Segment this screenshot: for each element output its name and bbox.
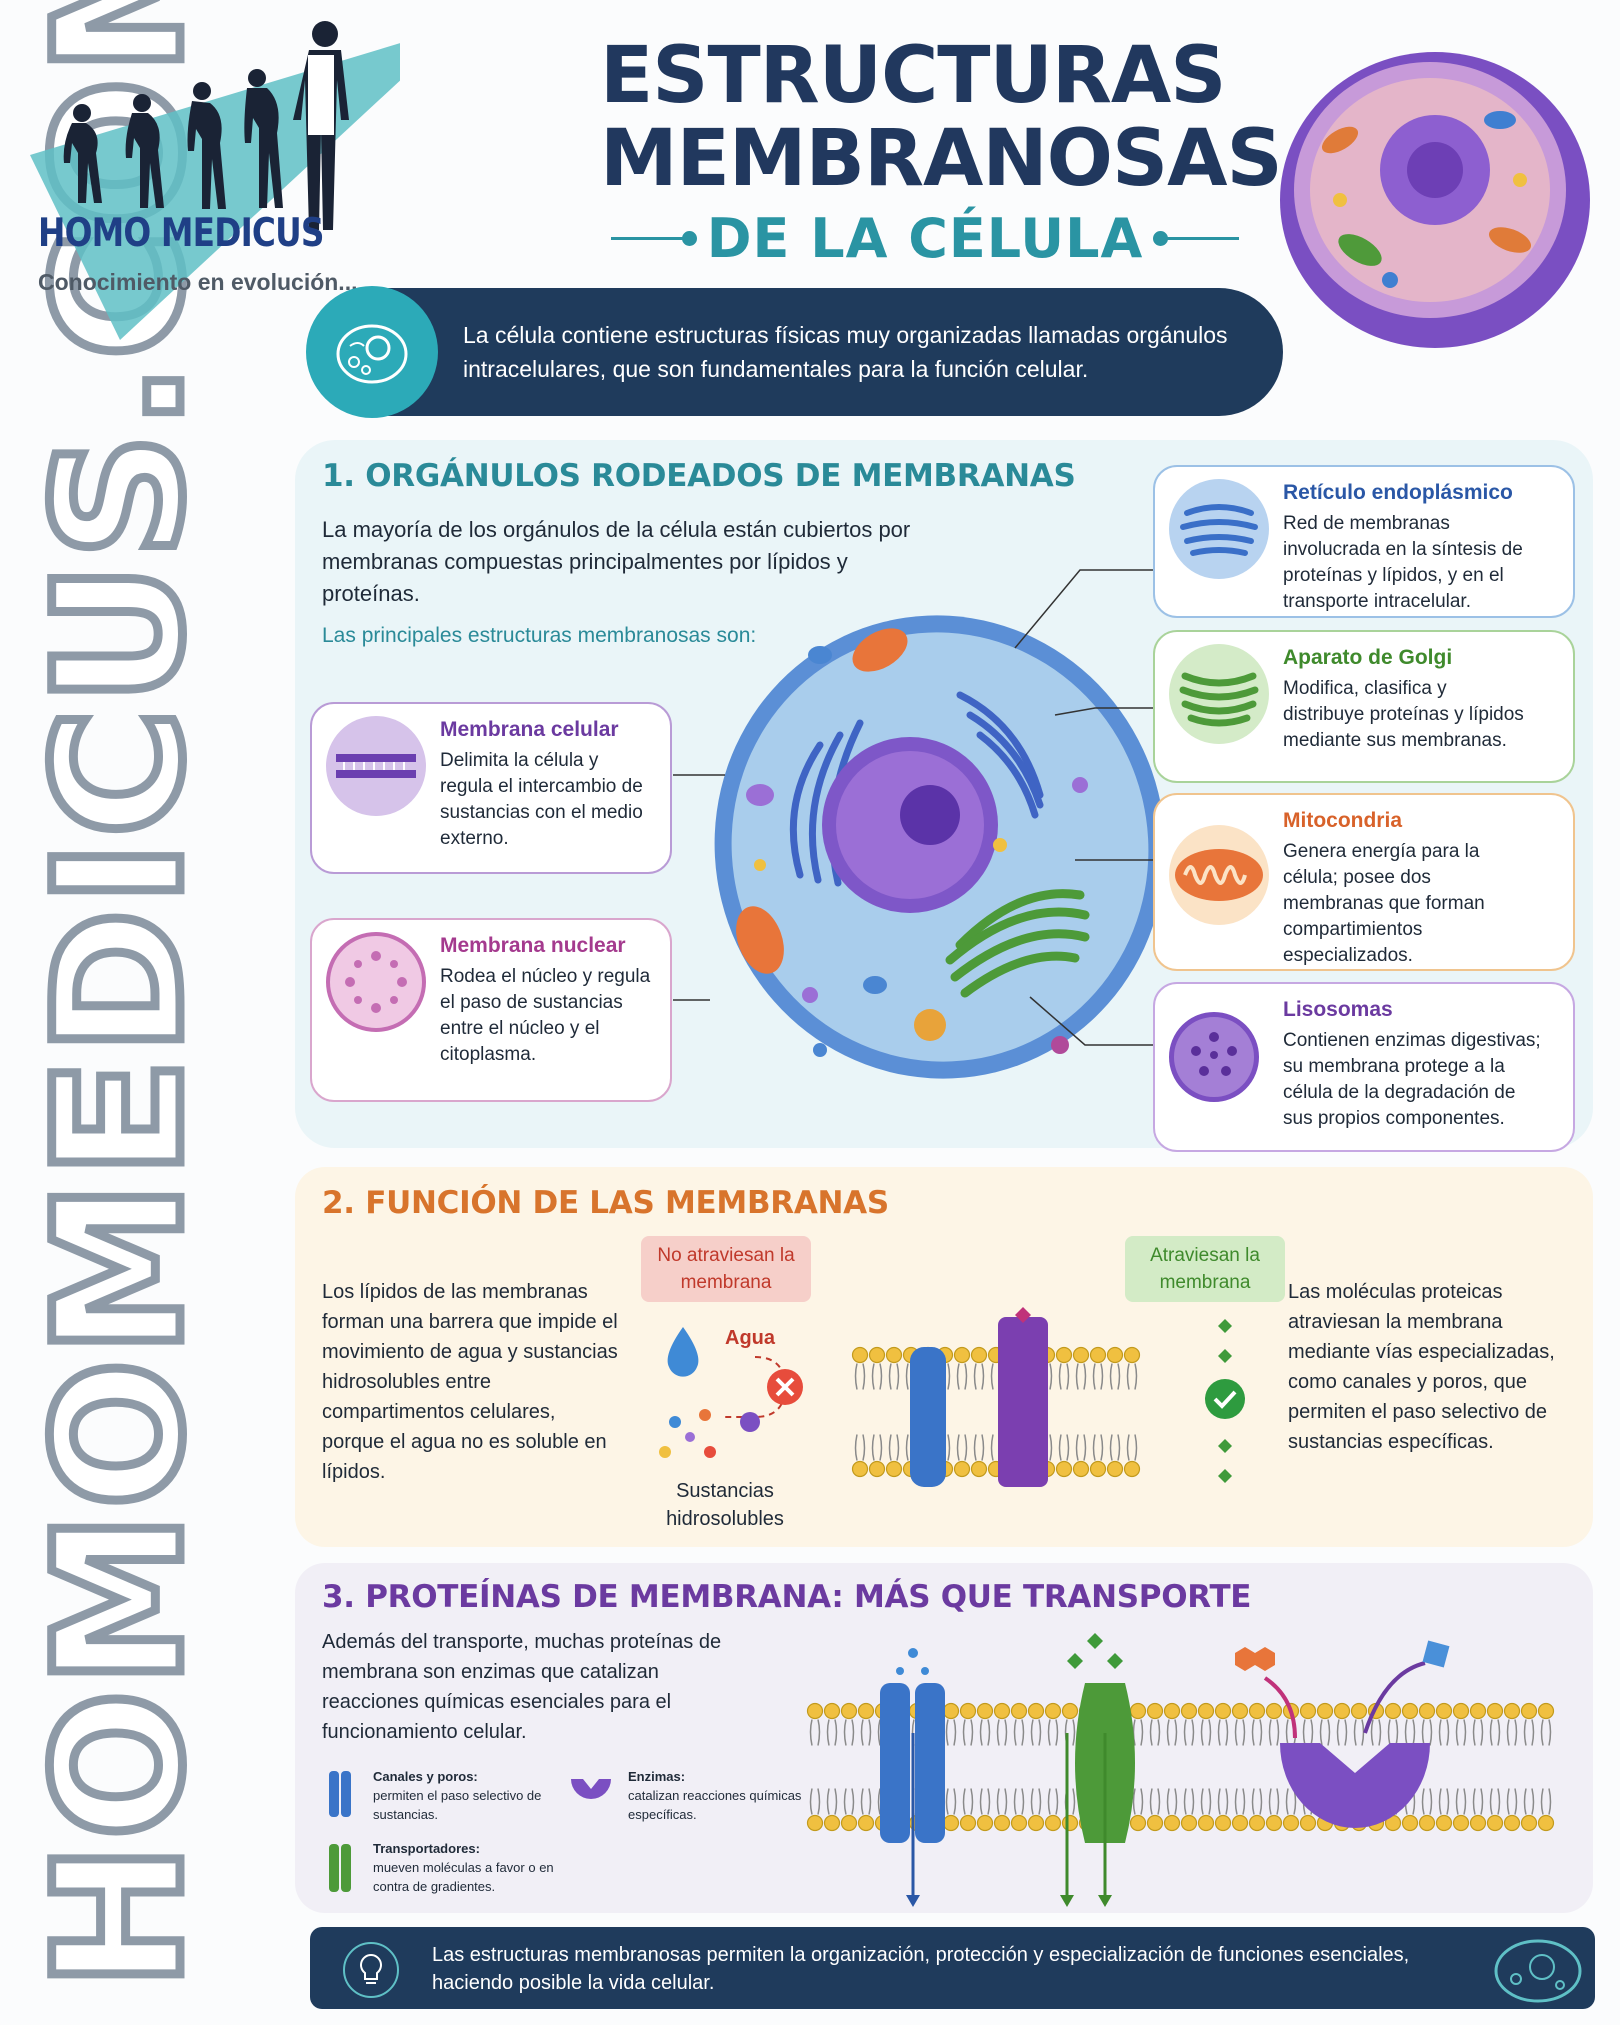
membrane-layer-icon — [326, 716, 426, 816]
legend-text: mueven moléculas a favor o en contra de … — [373, 1860, 554, 1894]
legend-text: catalizan reacciones químicas específica… — [628, 1788, 802, 1822]
card-title: Membrana celular — [440, 718, 619, 741]
legend-transporters: Transportadores: mueven moléculas a favor… — [373, 1839, 573, 1896]
cross-label: Atraviesan la membrana — [1125, 1236, 1285, 1302]
check-icon — [1213, 1390, 1237, 1409]
card-title: Retículo endoplásmico — [1283, 481, 1513, 504]
cell-diagram — [714, 615, 1166, 1079]
page-title-line1: ESTRUCTURAS — [600, 31, 1226, 121]
card-title: Membrana nuclear — [440, 934, 626, 957]
card-nuclear-membrane[interactable]: Membrana nuclear Rodea el núcleo y regul… — [310, 918, 672, 1102]
card-golgi-apparatus[interactable]: Aparato de Golgi Modifica, clasifica y d… — [1153, 630, 1575, 783]
footer-text: Las estructuras membranosas permiten la … — [432, 1944, 1410, 1994]
intro-text: La célula contiene estructuras físicas m… — [463, 322, 1228, 382]
section-membrane-proteins: 3. PROTEÍNAS DE MEMBRANA: MÁS QUE TRANSP… — [295, 1563, 1593, 1913]
nucleus-icon — [326, 932, 426, 1032]
card-text: Contienen enzimas digestivas; su membran… — [1283, 1030, 1541, 1129]
no-cross-label: No atraviesan la membrana — [641, 1236, 811, 1302]
legend-title: Enzimas: — [628, 1769, 686, 1784]
card-title: Mitocondria — [1283, 809, 1402, 832]
mitochondria-icon — [1169, 825, 1269, 925]
section1-subheading: Las principales estructuras membranosas … — [322, 624, 757, 647]
section2-right-text: Las moléculas proteicas atraviesan la me… — [1288, 1281, 1555, 1453]
golgi-icon — [1169, 644, 1269, 744]
card-text: Modifica, clasifica y distribuye proteín… — [1283, 678, 1524, 751]
pore-protein-icon — [998, 1317, 1048, 1487]
section-membrane-function: 2. FUNCIÓN DE LAS MEMBRANAS Los lípidos … — [295, 1167, 1593, 1547]
intro-banner: La célula contiene estructuras físicas m… — [306, 286, 1283, 418]
section1-title: 1. ORGÁNULOS RODEADOS DE MEMBRANAS — [322, 458, 1076, 494]
card-text: Delimita la célula y regula el intercamb… — [440, 750, 643, 849]
evolution-silhouette-icon — [30, 21, 400, 340]
legend-enzymes: Enzimas: catalizan reacciones químicas es… — [628, 1767, 828, 1824]
lysosome-icon — [1169, 1012, 1259, 1102]
legend-title: Transportadores: — [373, 1841, 480, 1856]
cell-outline-icon — [1494, 1939, 1582, 2003]
section1-paragraph: La mayoría de los orgánulos de la célula… — [322, 517, 911, 606]
cell-outline-icon — [306, 286, 438, 418]
section3-paragraph: Además del transporte, muchas proteínas … — [322, 1631, 722, 1743]
subtitle-left-rule — [610, 230, 697, 246]
page-subtitle: DE LA CÉLULA — [706, 206, 1144, 270]
footer-banner: Las estructuras membranosas permiten la … — [310, 1927, 1595, 2009]
channel-legend-icon — [329, 1771, 351, 1817]
water-drop-icon — [667, 1327, 699, 1377]
card-title: Aparato de Golgi — [1283, 646, 1453, 669]
passing-molecules — [1205, 1319, 1245, 1483]
subtitle-right-rule — [1153, 230, 1240, 246]
membrane-barrier-diagram — [659, 1327, 803, 1458]
card-mitochondria[interactable]: Mitocondria Genera energía para la célul… — [1153, 793, 1575, 971]
page-subtitle-row: DE LA CÉLULA — [600, 200, 1250, 276]
section-organelles: 1. ORGÁNULOS RODEADOS DE MEMBRANAS La ma… — [295, 440, 1593, 1152]
reticulum-icon — [1169, 479, 1269, 579]
brand-tagline: Conocimiento en evolución... — [38, 269, 358, 295]
vertical-brand-text: HOMOMEDICUS.COM — [13, 0, 227, 1995]
channel-protein-icon — [880, 1683, 910, 1843]
water-label: Agua — [725, 1327, 775, 1349]
card-text: Rodea el núcleo y regula el paso de sust… — [440, 966, 651, 1065]
enzyme-legend-icon — [571, 1779, 611, 1799]
lipid-bilayer-diagram — [851, 1307, 1141, 1487]
card-text: Genera energía para la célula; posee dos… — [1283, 841, 1485, 966]
brand-logo[interactable]: HOMO MEDICUS Conocimiento en evolución..… — [20, 15, 400, 340]
legend-title: Canales y poros: — [373, 1769, 478, 1784]
card-title: Lisosomas — [1283, 998, 1393, 1021]
legend-channels: Canales y poros: permiten el paso selecti… — [373, 1767, 573, 1824]
hydrosoluble-label: Sustancias hidrosolubles — [666, 1480, 784, 1530]
cell-cutaway-illustration — [1270, 30, 1600, 360]
card-text: Red de membranas involucrada en la sínte… — [1283, 513, 1523, 612]
connector-lines — [673, 569, 1153, 1046]
card-cell-membrane[interactable]: Membrana celular Delimita la célula y re… — [310, 702, 672, 874]
section2-left-text: Los lípidos de las membranas forman una … — [322, 1281, 618, 1483]
section2-title: 2. FUNCIÓN DE LAS MEMBRANAS — [322, 1185, 889, 1221]
membrane-proteins-diagram — [806, 1633, 1555, 1907]
card-endoplasmic-reticulum[interactable]: Retículo endoplásmico Red de membranas i… — [1153, 465, 1575, 618]
page-title-line2: MEMBRANOSAS — [600, 114, 1283, 204]
channel-protein-icon — [910, 1347, 946, 1487]
card-lysosomes[interactable]: Lisosomas Contienen enzimas digestivas; … — [1153, 982, 1575, 1152]
animal-cell-icon — [1280, 52, 1590, 348]
brand-name: HOMO MEDICUS — [38, 211, 324, 256]
transporter-legend-icon — [329, 1844, 351, 1892]
lightbulb-icon — [343, 1942, 399, 1998]
section3-title: 3. PROTEÍNAS DE MEMBRANA: MÁS QUE TRANSP… — [322, 1579, 1252, 1615]
enzyme-protein-icon — [1280, 1743, 1430, 1828]
legend-text: permiten el paso selectivo de sustancias… — [373, 1788, 542, 1822]
